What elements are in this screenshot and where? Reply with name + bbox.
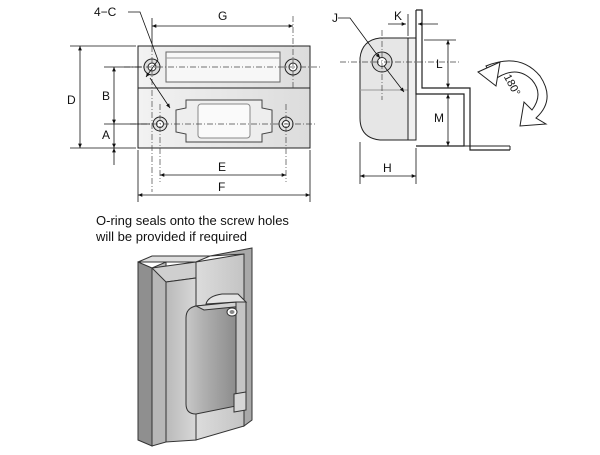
label-b: B [102, 89, 110, 103]
label-a: A [102, 128, 110, 142]
label-l: L [436, 57, 443, 71]
front-view [137, 45, 311, 149]
oring-note-line-1: O-ring seals onto the screw holes [96, 213, 289, 228]
front-dimensions [70, 11, 311, 202]
hinge-3d-illustration [137, 247, 253, 447]
label-m: M [434, 111, 444, 125]
center-lines [124, 16, 322, 192]
label-g: G [218, 9, 227, 23]
label-f: F [218, 180, 225, 194]
oring-note-line-2: will be provided if required [96, 229, 248, 244]
label-k: K [394, 9, 402, 23]
label-c: 4−C [94, 5, 117, 19]
label-d: D [67, 93, 76, 107]
label-j: J [332, 11, 338, 25]
side-dimensions [338, 14, 456, 184]
label-h: H [383, 161, 392, 175]
side-center-lines [340, 30, 460, 100]
oring-note: O-ring seals onto the screw holes will b… [96, 213, 289, 245]
label-e: E [218, 160, 226, 174]
label-rotation: 180° [501, 72, 522, 98]
rotation-arrow [477, 60, 548, 127]
